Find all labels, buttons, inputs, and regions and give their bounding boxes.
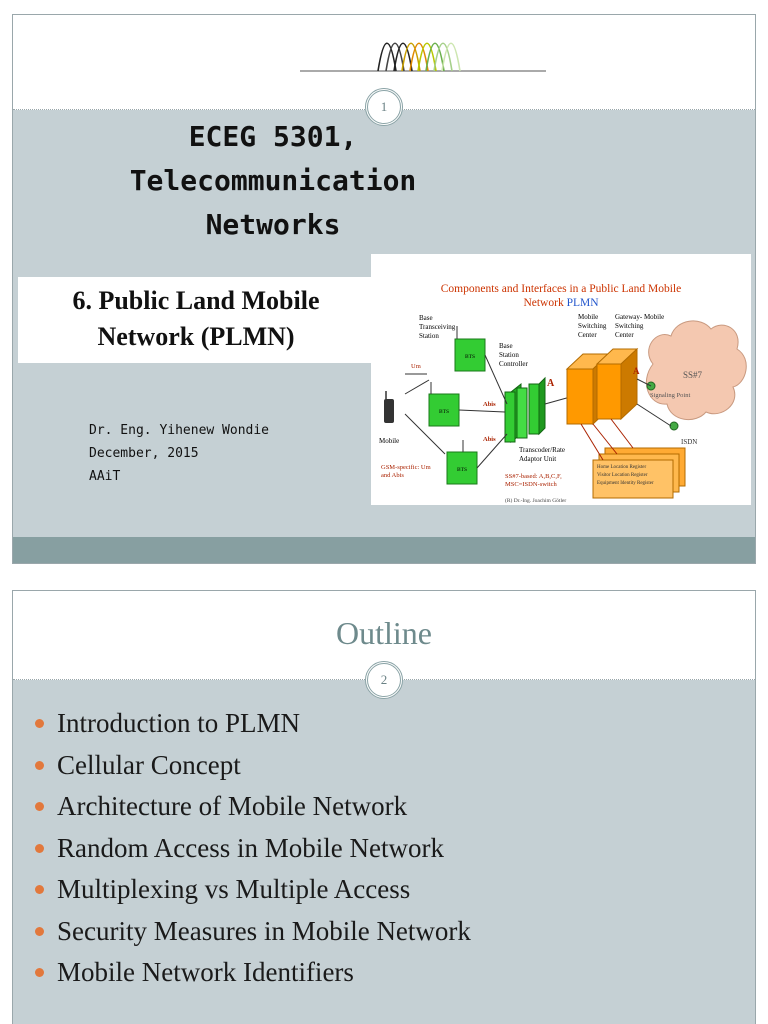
bts-box: [428, 393, 460, 427]
slide-footer-band: [13, 537, 755, 563]
list-item-text: Architecture of Mobile Network: [57, 791, 408, 821]
register-stack: [592, 447, 686, 499]
bullet-dot-icon: [35, 926, 44, 936]
ss7-note: SS#7-based: A,B,C,F,: [505, 473, 562, 480]
diagram-title-accent: PLMN: [567, 297, 600, 309]
abis-label: Abis: [483, 401, 496, 408]
list-item: Cellular Concept: [35, 745, 471, 787]
msc-label: Center: [578, 331, 597, 339]
mobile-label: Mobile: [379, 437, 399, 445]
bts-station-label: Base: [419, 314, 433, 322]
bts-label: BTS: [439, 409, 449, 415]
diagram-title-line2: Network PLMN: [523, 297, 599, 309]
bullet-dot-icon: [35, 968, 44, 977]
subtitle-line: 6. Public Land Mobile: [72, 286, 320, 315]
subtitle-line: Network (PLMN): [97, 322, 295, 351]
ss7-cloud: [645, 320, 747, 420]
abis-label: Abis: [483, 436, 496, 443]
author-name: Dr. Eng. Yihenew Wondie: [89, 423, 270, 438]
abis-link: [484, 354, 508, 405]
isdn-node-dot: [669, 421, 679, 431]
wave-logo-icon: [300, 42, 546, 72]
bullet-dot-icon: [35, 843, 44, 853]
signaling-point-label: Signaling Point: [650, 392, 690, 399]
page-number-badge: 2: [365, 661, 403, 699]
slide-1: 1 ECEG 5301, Telecommunication Networks …: [12, 14, 756, 564]
diagram-title-line1: Components and Interfaces in a Public La…: [441, 283, 681, 295]
transcoder-label: Transcoder/Rate: [519, 446, 565, 454]
plmn-diagram: Components and Interfaces in a Public La…: [371, 254, 751, 505]
diagram-title-prefix: Network: [523, 297, 566, 309]
register-link: [580, 423, 604, 461]
list-item: Introduction to PLMN: [35, 703, 471, 745]
bullet-dot-icon: [35, 719, 44, 728]
course-title-line: Networks: [205, 208, 341, 241]
bullet-dot-icon: [35, 802, 44, 811]
list-item-text: Mobile Network Identifiers: [57, 957, 354, 987]
register-label: Home Location Register: [597, 465, 646, 470]
course-title-line: Telecommunication: [129, 164, 417, 197]
gmsc-label: Gateway- Mobile: [615, 313, 664, 321]
um-link: [404, 413, 446, 455]
page-number-badge: 1: [365, 88, 403, 126]
register-label: Visitor Location Register: [597, 473, 648, 478]
bsc-unit: [504, 376, 546, 444]
mobile-phone-icon: [384, 399, 394, 423]
bts-label: BTS: [457, 467, 467, 473]
bsc-label: Station: [499, 351, 519, 359]
list-item: Security Measures in Mobile Network: [35, 911, 471, 953]
course-title: ECEG 5301, Telecommunication Networks: [73, 115, 473, 247]
bts-label: BTS: [465, 354, 475, 360]
gmsc-ss7-link: [636, 378, 652, 387]
a-interface-label: A: [633, 366, 640, 376]
register-link: [610, 418, 634, 449]
list-item: Architecture of Mobile Network: [35, 786, 471, 828]
author-block: Dr. Eng. Yihenew Wondie December, 2015 A…: [89, 419, 269, 488]
list-item-text: Security Measures in Mobile Network: [57, 915, 471, 946]
gsm-note: GSM-specific: Um: [381, 464, 431, 471]
um-label: Um: [411, 363, 421, 370]
bsc-label: Controller: [499, 360, 528, 368]
list-item: Multiplexing vs Multiple Access: [35, 869, 471, 911]
bullet-dot-icon: [35, 885, 44, 894]
msc-label: Switching: [578, 322, 607, 330]
bts-station-label: Station: [419, 332, 439, 340]
list-item-text: Introduction to PLMN: [57, 708, 300, 738]
bsc-label: Base: [499, 342, 513, 350]
date: December, 2015: [89, 446, 199, 461]
list-item-text: Multiplexing vs Multiple Access: [57, 874, 411, 904]
transcoder-label: Adaptor Unit: [519, 455, 556, 463]
list-item-text: Random Access in Mobile Network: [57, 832, 444, 863]
subtitle-box: 6. Public Land Mobile Network (PLMN): [18, 277, 374, 363]
msc-label: Mobile: [578, 313, 598, 321]
slide-2: Outline 2 Introduction to PLMN Cellular …: [12, 590, 756, 1024]
gsm-note: and Abis: [381, 472, 404, 479]
ss7-label: SS#7: [683, 370, 703, 380]
gmsc-label: Center: [615, 331, 634, 339]
register-label: Equipment Identity Register: [597, 481, 654, 486]
list-item-text: Cellular Concept: [57, 749, 241, 780]
um-link: [404, 379, 430, 395]
isdn-link: [636, 403, 672, 427]
ss7-note: MSC=ISDN-switch: [505, 481, 557, 488]
outline-list: Introduction to PLMN Cellular Concept Ar…: [35, 703, 471, 994]
list-item: Random Access in Mobile Network: [35, 828, 471, 870]
institution: AAiT: [89, 469, 121, 484]
gmsc-label: Switching: [615, 322, 644, 330]
slide-body: [13, 680, 755, 1024]
diagram-credit: (R) Dr.-Ing. Joachim Götler: [505, 497, 566, 504]
a-interface-label: A: [547, 378, 555, 389]
course-title-line: ECEG 5301,: [188, 120, 358, 153]
slide-title: Outline: [336, 615, 432, 651]
list-item: Mobile Network Identifiers: [35, 952, 471, 994]
bullet-dot-icon: [35, 760, 44, 770]
bts-station-label: Transceiving: [419, 323, 456, 331]
register-link: [592, 423, 618, 455]
abis-link: [476, 433, 508, 469]
isdn-label: ISDN: [681, 438, 697, 446]
gmsc-unit: [595, 347, 639, 421]
lecture-subtitle: 6. Public Land Mobile Network (PLMN): [18, 283, 374, 355]
abis-link: [458, 409, 506, 413]
